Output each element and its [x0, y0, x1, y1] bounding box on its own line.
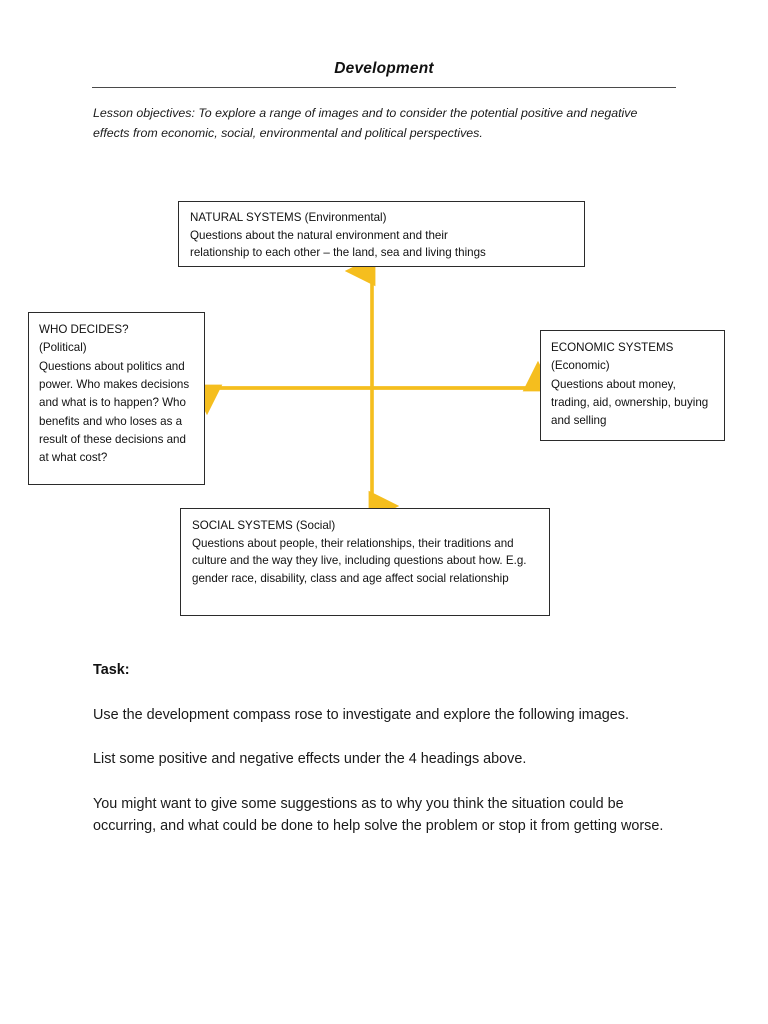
- title-divider: [92, 87, 676, 88]
- compass-node-economic-systems: ECONOMIC SYSTEMS (Economic) Questions ab…: [540, 330, 725, 441]
- compass-node-who-decides: WHO DECIDES? (Political) Questions about…: [28, 312, 205, 485]
- compass-node-economic-systems-description: Questions about money, trading, aid, own…: [551, 377, 709, 428]
- development-compass-rose: NATURAL SYSTEMS (Environmental) Question…: [28, 201, 725, 616]
- compass-node-natural-systems: NATURAL SYSTEMS (Environmental) Question…: [178, 201, 585, 267]
- compass-arrows: [191, 255, 554, 522]
- task-paragraph-1: Use the development compass rose to inve…: [93, 707, 629, 723]
- task-section: Task: Use the development compass rose t…: [93, 662, 673, 838]
- compass-node-who-decides-description: Questions about politics and power. Who …: [39, 359, 190, 465]
- task-paragraph-2: List some positive and negative effects …: [93, 751, 527, 768]
- compass-node-natural-systems-title: NATURAL SYSTEMS (Environmental): [190, 211, 387, 224]
- compass-node-who-decides-title: WHO DECIDES? (Political): [39, 323, 129, 355]
- compass-node-economic-systems-title: ECONOMIC SYSTEMS (Economic): [551, 341, 674, 373]
- compass-node-social-systems-description: Questions about people, their relationsh…: [192, 536, 527, 585]
- compass-node-social-systems: SOCIAL SYSTEMS (Social) Questions about …: [180, 508, 550, 616]
- page-title: Development: [334, 60, 434, 77]
- lesson-objectives: Lesson objectives: To explore a range of…: [93, 106, 638, 141]
- task-heading: Task:: [93, 662, 130, 678]
- compass-node-natural-systems-description: Questions about the natural environment …: [190, 228, 486, 260]
- compass-node-social-systems-title: SOCIAL SYSTEMS (Social): [192, 519, 336, 532]
- task-paragraph-3: You might want to give some suggestions …: [93, 795, 664, 835]
